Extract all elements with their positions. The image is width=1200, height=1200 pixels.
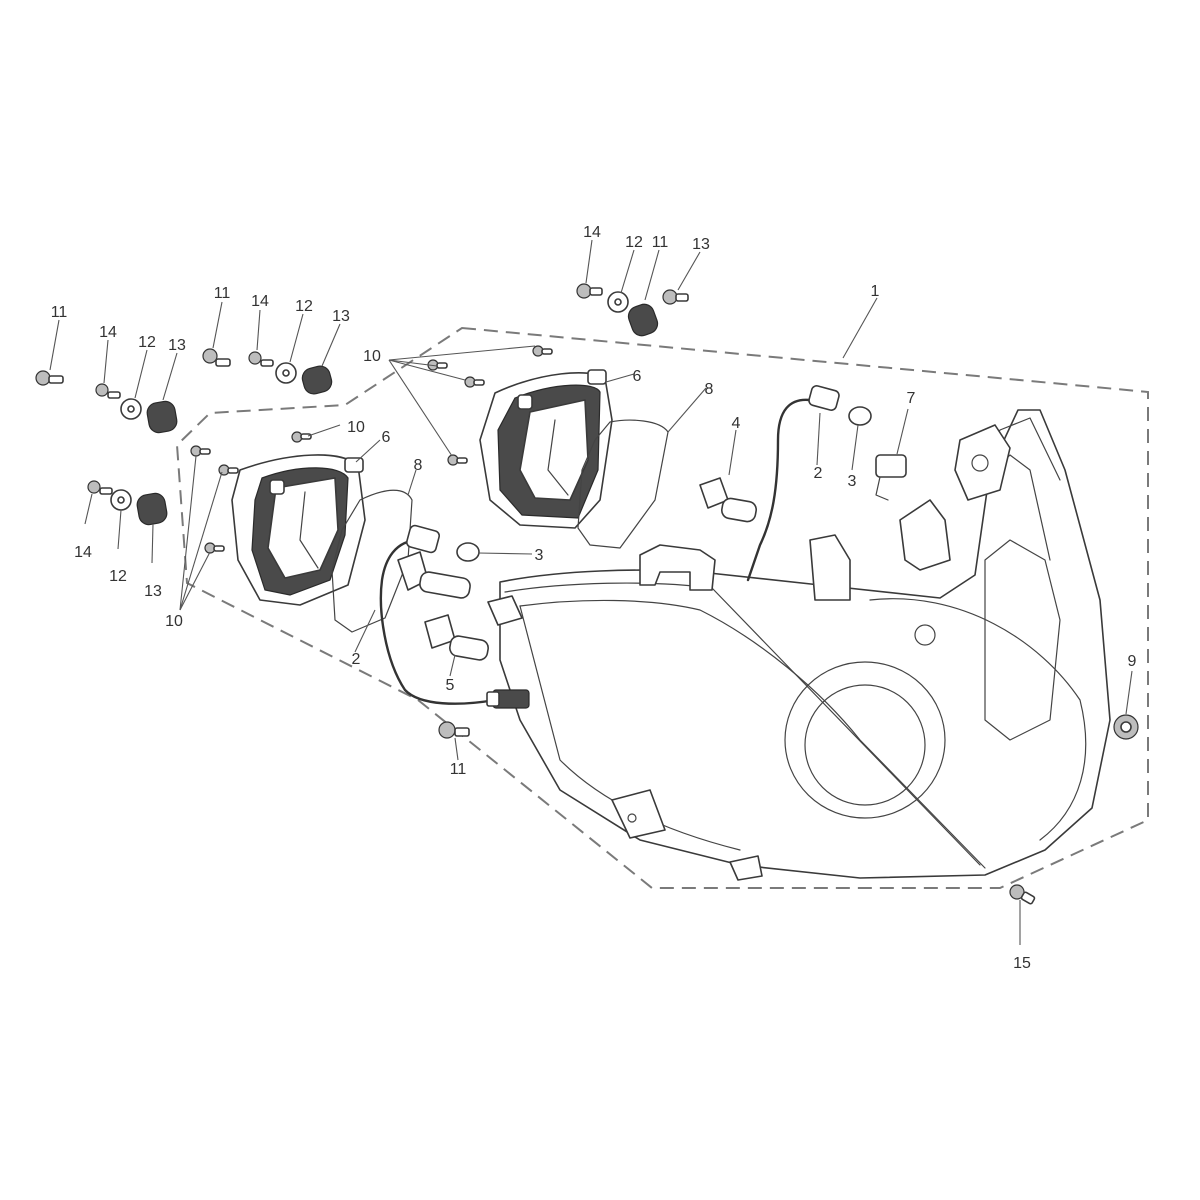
fastener-group-lower-left: [87, 480, 168, 526]
callout-7: 7: [907, 390, 916, 407]
callout-14: 14: [251, 293, 269, 310]
lamp-cover-right: [479, 369, 613, 529]
fastener-group-upper-left: [202, 348, 333, 395]
callout-12: 12: [138, 334, 156, 351]
callout-14: 14: [99, 324, 117, 341]
callout-13: 13: [692, 236, 710, 253]
bulb-5: [397, 551, 489, 661]
fastener-group-far-left: [35, 370, 178, 434]
screw-15: [1009, 884, 1036, 905]
callout-9: 9: [1128, 653, 1137, 670]
callout-1: 1: [871, 283, 880, 300]
callout-8: 8: [705, 381, 714, 398]
callout-11: 11: [51, 304, 68, 321]
callout-11: 11: [652, 234, 669, 251]
callout-12: 12: [109, 568, 127, 585]
callout-14: 14: [583, 224, 601, 241]
callout-8: 8: [414, 457, 423, 474]
wiring-harness-right: [746, 385, 907, 582]
leader-lines: [49, 239, 1133, 945]
callout-6: 6: [633, 368, 642, 385]
gasket-left: [331, 489, 413, 633]
callout-2: 2: [352, 651, 361, 668]
bulb-4: [699, 477, 758, 523]
callout-13: 13: [168, 337, 186, 354]
callout-13: 13: [332, 308, 350, 325]
callout-3: 3: [535, 547, 544, 564]
callout-12: 12: [625, 234, 643, 251]
gasket-right: [577, 419, 669, 549]
callout-12: 12: [295, 298, 313, 315]
callout-11: 11: [214, 285, 231, 302]
wiring-harness-left: [379, 524, 530, 709]
callout-4: 4: [732, 415, 741, 432]
callout-10: 10: [347, 419, 365, 436]
callout-10: 10: [363, 348, 381, 365]
screw-11-bottom: [438, 721, 470, 739]
callouts: 1 2 2 3 3 4 5 6 6 7 8 8 9 10 10 10 11 11…: [51, 224, 1137, 972]
assembly-boundary: [175, 326, 1149, 889]
callout-11: 11: [450, 761, 467, 778]
screws-10: [190, 345, 553, 554]
callout-2: 2: [814, 465, 823, 482]
callout-6: 6: [382, 429, 391, 446]
callout-3: 3: [848, 473, 857, 490]
lamp-cover-left: [231, 454, 366, 606]
fastener-group-top-right: [576, 283, 689, 337]
callout-10: 10: [165, 613, 183, 630]
callout-15: 15: [1013, 955, 1031, 972]
callout-14: 14: [74, 544, 92, 561]
callout-13: 13: [144, 583, 162, 600]
callout-5: 5: [446, 677, 455, 694]
headlight-housing: [487, 409, 1111, 881]
